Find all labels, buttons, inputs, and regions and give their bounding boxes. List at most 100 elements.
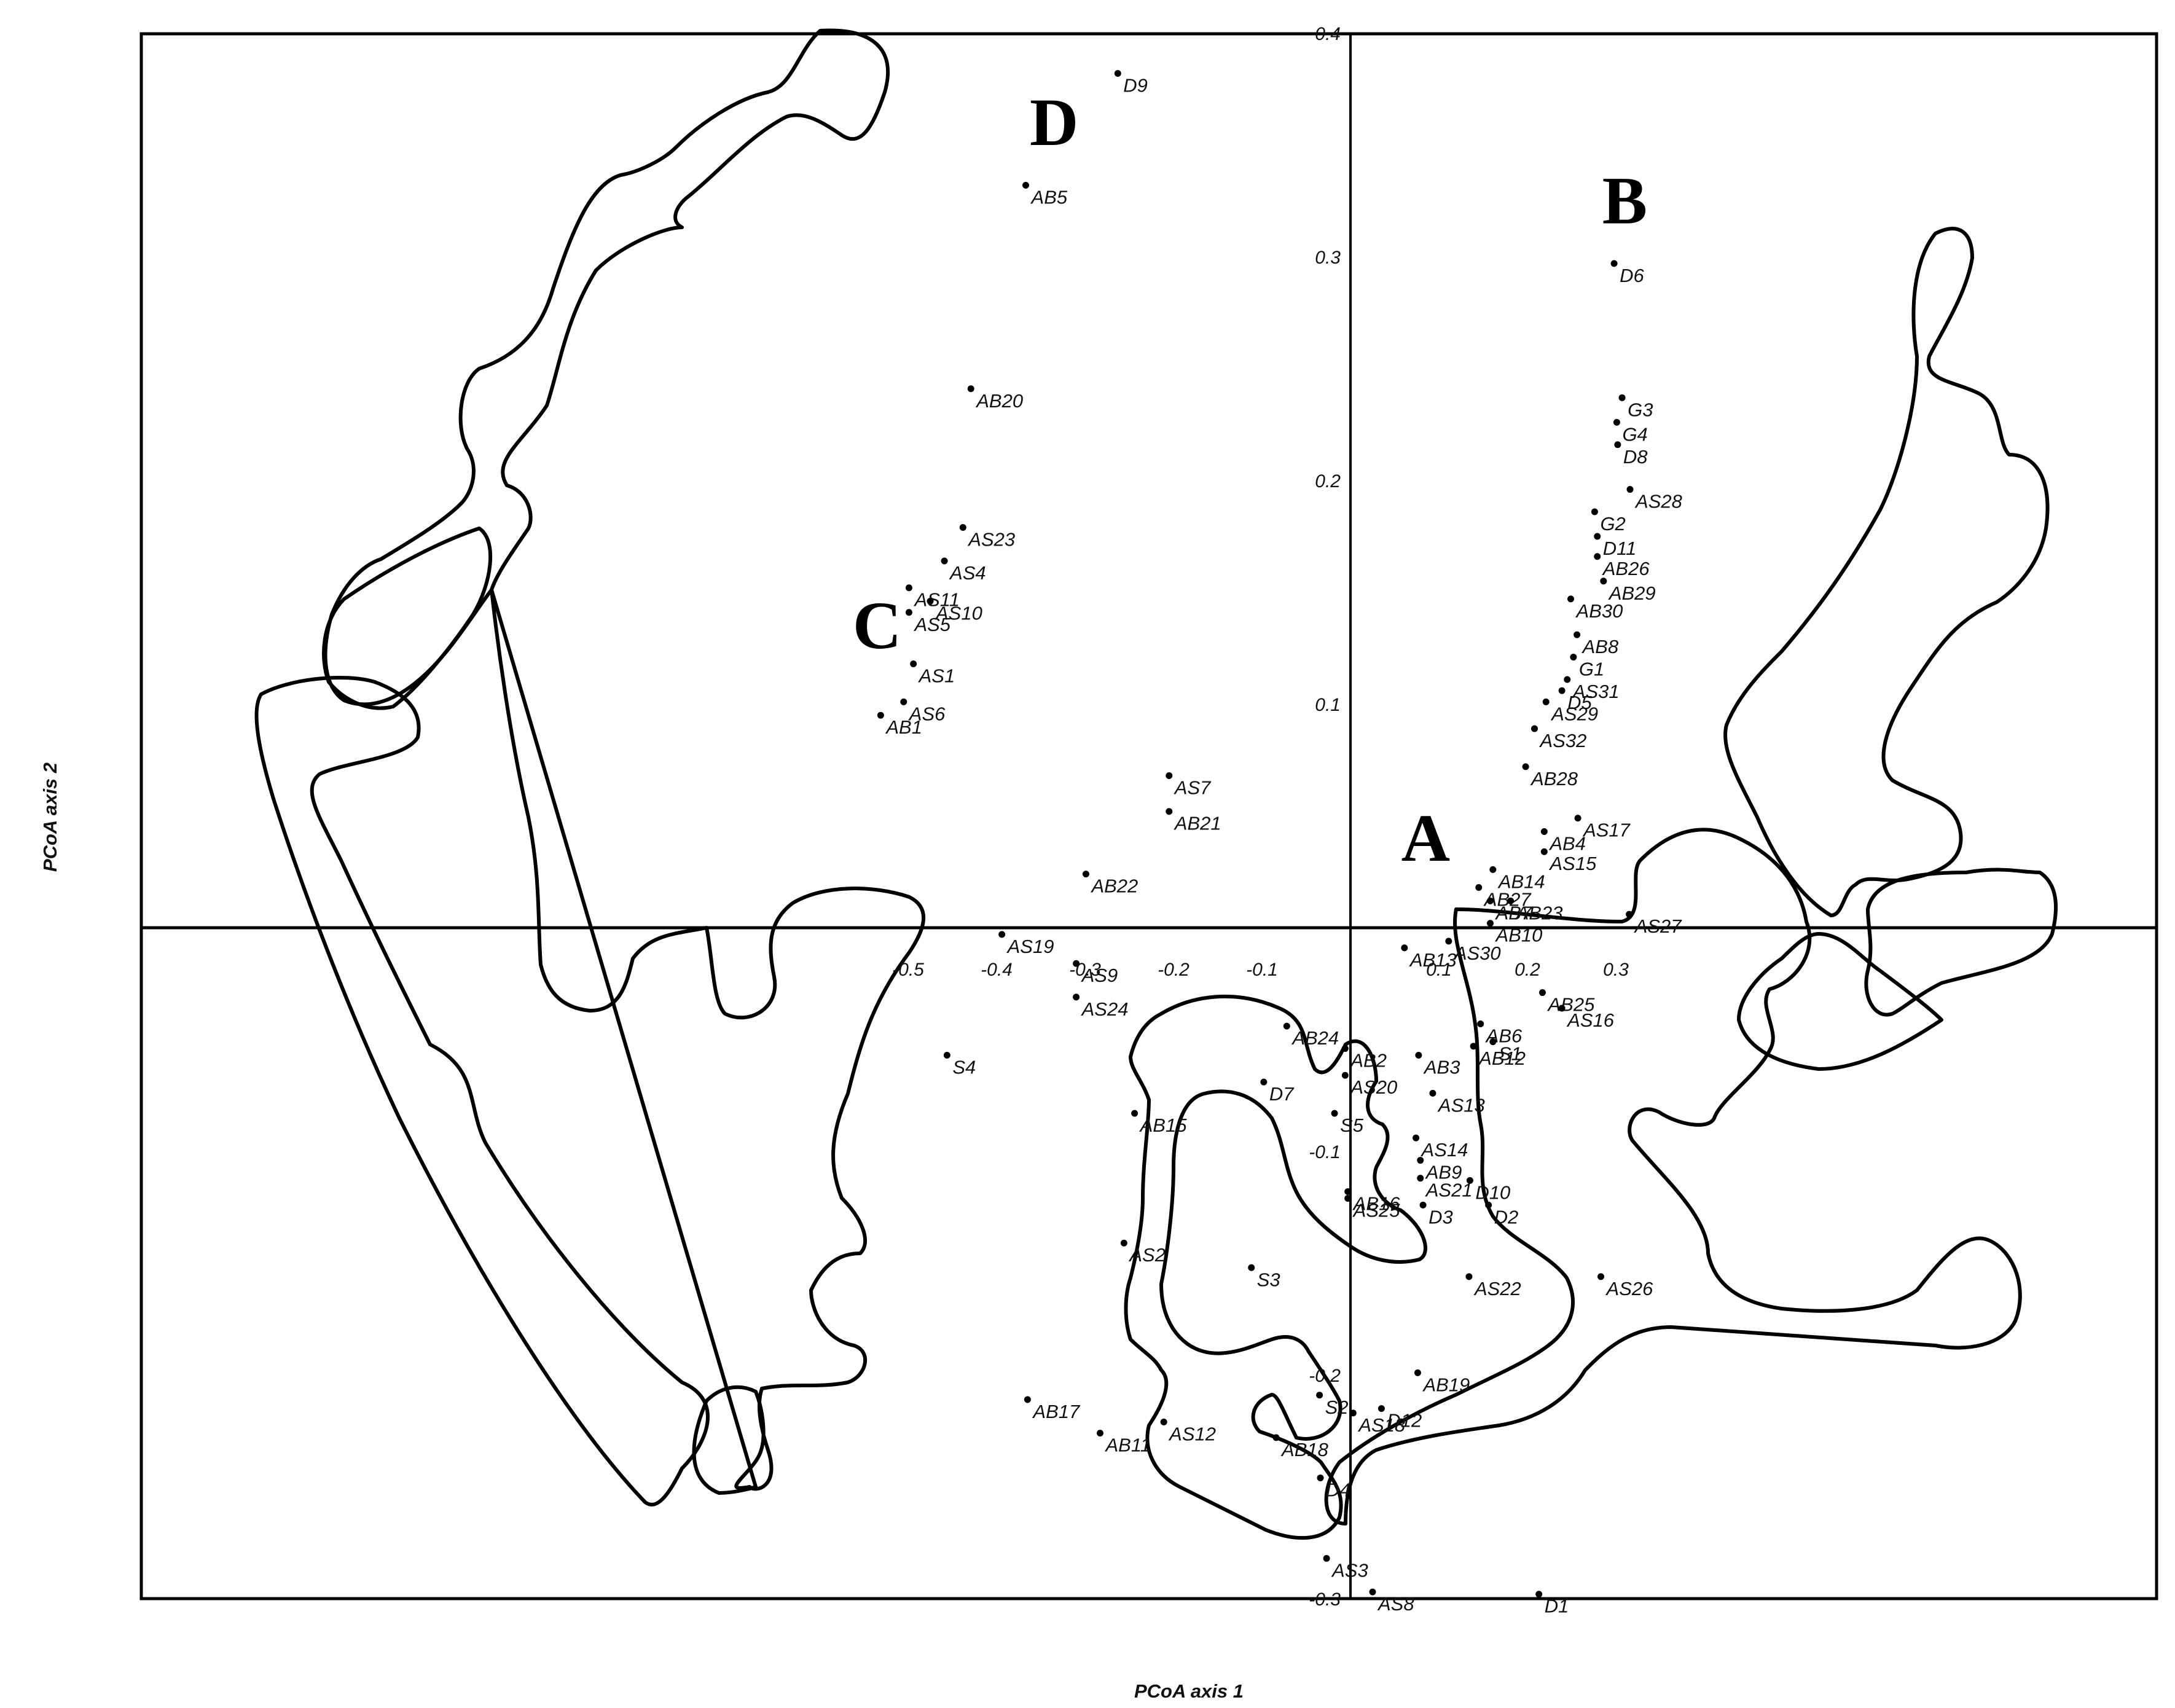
y-tick-label: 0.2 bbox=[1315, 471, 1341, 492]
data-point bbox=[1475, 883, 1483, 891]
data-point bbox=[1415, 1051, 1422, 1059]
point-label: AS13 bbox=[1437, 1094, 1485, 1116]
point-label: AB13 bbox=[1409, 949, 1457, 971]
point-label: AB2 bbox=[1349, 1050, 1387, 1071]
data-point bbox=[1166, 808, 1173, 815]
point-label: AB12 bbox=[1478, 1048, 1526, 1069]
data-point bbox=[1477, 1020, 1484, 1028]
point-label: D6 bbox=[1620, 265, 1644, 286]
y-tick-label: 0.4 bbox=[1315, 24, 1341, 44]
x-tick-label: 0.3 bbox=[1603, 960, 1629, 980]
group-c-hull bbox=[254, 676, 710, 1506]
data-point bbox=[1567, 595, 1575, 603]
group-label: C bbox=[853, 588, 901, 663]
point-label: AB16 bbox=[1352, 1193, 1401, 1215]
data-point bbox=[1574, 815, 1581, 822]
point-label: AS12 bbox=[1168, 1423, 1216, 1444]
data-point bbox=[1096, 1430, 1103, 1437]
data-point bbox=[941, 557, 948, 565]
point-label: D11 bbox=[1603, 538, 1637, 559]
data-point bbox=[1344, 1194, 1352, 1202]
data-point bbox=[1349, 1409, 1357, 1417]
point-label: AS5 bbox=[913, 614, 950, 635]
point-label: AB5 bbox=[1030, 187, 1068, 208]
point-label: AS2 bbox=[1128, 1244, 1166, 1266]
point-label: AB19 bbox=[1422, 1374, 1470, 1395]
point-label: D12 bbox=[1387, 1410, 1422, 1432]
point-label: AS6 bbox=[908, 703, 946, 724]
data-point bbox=[1489, 1038, 1497, 1046]
data-point bbox=[1465, 1273, 1473, 1280]
point-label: AB4 bbox=[1548, 832, 1586, 854]
x-tick-label: 0.2 bbox=[1515, 960, 1540, 980]
data-point bbox=[877, 711, 884, 719]
data-point bbox=[1445, 938, 1452, 945]
group-b-hull bbox=[1723, 227, 2050, 917]
point-label: G2 bbox=[1600, 513, 1625, 535]
point-label: AB11 bbox=[1104, 1435, 1151, 1456]
data-point bbox=[1626, 911, 1633, 918]
point-label: AS17 bbox=[1582, 820, 1631, 841]
point-label: AB3 bbox=[1423, 1056, 1460, 1078]
data-point bbox=[943, 1051, 950, 1059]
point-label: AS4 bbox=[949, 562, 986, 584]
x-tick-label: -0.5 bbox=[892, 960, 924, 980]
point-label: AB15 bbox=[1139, 1115, 1188, 1136]
data-point bbox=[1414, 1369, 1421, 1376]
point-label: AS27 bbox=[1634, 915, 1683, 937]
data-point bbox=[1160, 1418, 1167, 1425]
point-label: AB25 bbox=[1546, 994, 1595, 1016]
point-label: AS24 bbox=[1081, 998, 1129, 1020]
point-label: AS22 bbox=[1473, 1278, 1521, 1299]
data-point bbox=[905, 609, 912, 616]
group-center-left-hull bbox=[1124, 994, 1427, 1540]
y-tick-label: -0.3 bbox=[1309, 1589, 1341, 1610]
point-label: S1 bbox=[1499, 1043, 1522, 1065]
data-point bbox=[1542, 698, 1550, 705]
group-a-right-hull bbox=[1864, 868, 2058, 1017]
plot-frame bbox=[139, 32, 2158, 1600]
x-tick-label: 0.1 bbox=[1426, 960, 1452, 980]
data-point bbox=[1260, 1078, 1268, 1086]
data-point bbox=[1558, 687, 1566, 694]
point-label: AS19 bbox=[1006, 936, 1054, 957]
point-label: AB7 bbox=[1495, 902, 1533, 923]
point-label: S3 bbox=[1257, 1269, 1280, 1290]
point-label: AB1 bbox=[885, 716, 922, 738]
data-point bbox=[1323, 1554, 1330, 1562]
data-point bbox=[1531, 725, 1538, 732]
data-point bbox=[1489, 866, 1497, 873]
point-label: D10 bbox=[1475, 1181, 1510, 1203]
point-label: AS10 bbox=[935, 603, 982, 624]
y-tick-label: 0.3 bbox=[1315, 248, 1341, 268]
data-point bbox=[1573, 631, 1581, 638]
data-point bbox=[1626, 486, 1634, 493]
data-point bbox=[1535, 1591, 1543, 1598]
data-point bbox=[1610, 260, 1618, 267]
point-label: AB20 bbox=[975, 390, 1023, 412]
y-tick-label: 0.1 bbox=[1315, 695, 1341, 715]
point-label: AS30 bbox=[1453, 942, 1501, 964]
data-point bbox=[1378, 1405, 1385, 1412]
data-point bbox=[1594, 553, 1601, 560]
point-label: AB28 bbox=[1530, 768, 1578, 789]
data-point bbox=[1401, 944, 1408, 952]
point-label: AB21 bbox=[1174, 813, 1221, 834]
point-label: AS23 bbox=[967, 528, 1015, 550]
point-label: G3 bbox=[1628, 399, 1653, 420]
point-label: AB17 bbox=[1032, 1401, 1081, 1422]
data-point bbox=[1120, 1239, 1127, 1247]
point-label: G4 bbox=[1622, 423, 1647, 445]
y-tick-labels: 0.40.30.20.1-0.1-0.2-0.3 bbox=[1309, 24, 1341, 1610]
data-point bbox=[1344, 1188, 1352, 1196]
point-label: G1 bbox=[1579, 659, 1604, 680]
point-label: D1 bbox=[1545, 1596, 1569, 1617]
data-point bbox=[1594, 533, 1601, 540]
group-d-hull bbox=[323, 28, 890, 707]
data-point bbox=[1470, 1043, 1477, 1050]
data-point bbox=[1114, 70, 1121, 77]
point-label: AS25 bbox=[1352, 1199, 1401, 1221]
group-a-hull bbox=[1324, 828, 2022, 1526]
data-point bbox=[1538, 989, 1546, 997]
